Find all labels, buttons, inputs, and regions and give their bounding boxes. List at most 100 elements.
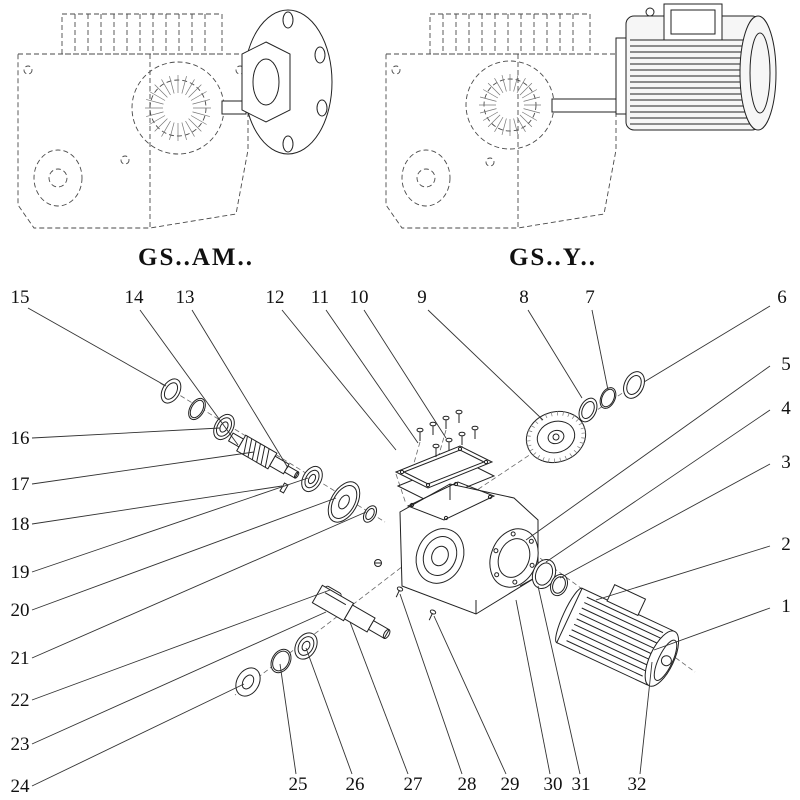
callout-number-30: 30 (544, 774, 563, 795)
part-output-shaft (311, 584, 391, 640)
callout-number-31: 31 (572, 774, 591, 795)
part-seal-ring-motor (550, 573, 568, 597)
callout-number-22: 22 (11, 690, 30, 711)
leader-line-16 (31, 427, 221, 439)
part-bearing-output (294, 632, 318, 660)
part-circlip-output (270, 648, 292, 674)
leader-line-13 (191, 309, 289, 469)
leader-line-3 (559, 463, 771, 579)
callout-number-3: 3 (781, 452, 791, 473)
leader-line-5 (525, 365, 771, 541)
part-cover-bolts (416, 409, 479, 457)
leader-line-27 (349, 621, 409, 775)
leader-line-18 (31, 485, 283, 525)
gearbox-housing-outline (17, 13, 249, 229)
leader-line-12 (281, 309, 397, 451)
leader-line-14 (139, 309, 239, 446)
callout-number-1: 1 (781, 596, 791, 617)
callout-number-23: 23 (11, 734, 30, 755)
callout-number-32: 32 (628, 774, 647, 795)
part-seal-ring-upper (623, 371, 645, 399)
gearbox-motor-drawing (385, 3, 777, 229)
leader-line-32 (639, 661, 653, 775)
part-end-washer (235, 667, 261, 697)
leader-line-25 (279, 663, 297, 775)
part-cover-plate (394, 445, 494, 489)
callout-number-11: 11 (311, 287, 329, 308)
part-spacer-ring (362, 505, 378, 523)
callout-number-29: 29 (501, 774, 520, 795)
leader-line-29 (433, 615, 507, 775)
callout-number-18: 18 (11, 514, 30, 535)
leader-line-20 (31, 497, 337, 611)
leader-line-10 (363, 309, 447, 439)
leader-line-1 (653, 607, 771, 651)
leader-line-17 (31, 451, 255, 485)
leader-line-9 (427, 309, 544, 421)
leader-line-8 (527, 309, 583, 399)
gear-teeth-hatch (525, 411, 587, 463)
electric-motor (615, 3, 777, 131)
callout-number-20: 20 (11, 600, 30, 621)
leader-line-21 (31, 511, 367, 659)
motor-eye-bolt (645, 7, 655, 17)
part-bearing-lower (301, 465, 323, 493)
leader-line-19 (31, 477, 309, 573)
output-flange (241, 9, 333, 155)
leader-line-2 (595, 545, 771, 601)
leader-line-7 (591, 309, 609, 391)
leader-line-26 (305, 647, 353, 775)
callout-number-15: 15 (11, 287, 30, 308)
callout-number-12: 12 (266, 287, 285, 308)
callout-number-9: 9 (417, 287, 427, 308)
leader-line-11 (325, 309, 419, 444)
leader-line-31 (537, 585, 581, 775)
leader-line-6 (643, 305, 771, 383)
callout-number-28: 28 (458, 774, 477, 795)
callout-number-2: 2 (781, 534, 791, 555)
exploded-view (159, 371, 696, 697)
callout-number-25: 25 (289, 774, 308, 795)
callout-number-24: 24 (11, 776, 31, 797)
variant-label-gs-am: GS..AM.. (138, 244, 254, 271)
part-worm-gear-disc (327, 481, 361, 523)
callout-number-27: 27 (404, 774, 423, 795)
part-retaining-ring (188, 397, 206, 421)
motor-shaft-stub (551, 98, 617, 113)
variant-label-gs-y: GS..Y.. (508, 244, 598, 271)
leader-line-28 (399, 593, 463, 775)
callout-number-6: 6 (777, 287, 787, 308)
callout-number-19: 19 (11, 562, 30, 583)
leader-line-23 (31, 611, 327, 745)
part-bolt-a (395, 586, 404, 598)
part-oil-seal (160, 378, 182, 404)
leader-line-4 (545, 409, 771, 563)
callout-number-14: 14 (125, 287, 145, 308)
leader-line-24 (31, 683, 245, 787)
callout-number-17: 17 (11, 474, 30, 495)
input-bore-hatch (145, 75, 211, 141)
callout-number-26: 26 (346, 774, 365, 795)
part-motor (555, 584, 680, 687)
callout-number-5: 5 (781, 354, 791, 375)
motor-terminal-box (663, 3, 723, 41)
motor-terminal-box-small (606, 584, 647, 617)
callout-number-10: 10 (350, 287, 369, 308)
part-circlip-upper (599, 387, 617, 409)
part-dowel-pin (279, 482, 289, 494)
callout-number-8: 8 (519, 287, 529, 308)
input-bore-hatch-2 (479, 74, 541, 136)
leader-line-22 (31, 589, 331, 701)
part-bolt-b (428, 609, 437, 621)
callout-number-13: 13 (176, 287, 195, 308)
callout-number-16: 16 (11, 428, 30, 449)
leader-line-30 (515, 599, 551, 775)
part-washer-ring (578, 397, 598, 423)
gearbox-flange-drawing (17, 9, 333, 229)
callout-number-21: 21 (11, 648, 30, 669)
part-breather-plug (374, 559, 382, 567)
callout-number-7: 7 (585, 287, 595, 308)
